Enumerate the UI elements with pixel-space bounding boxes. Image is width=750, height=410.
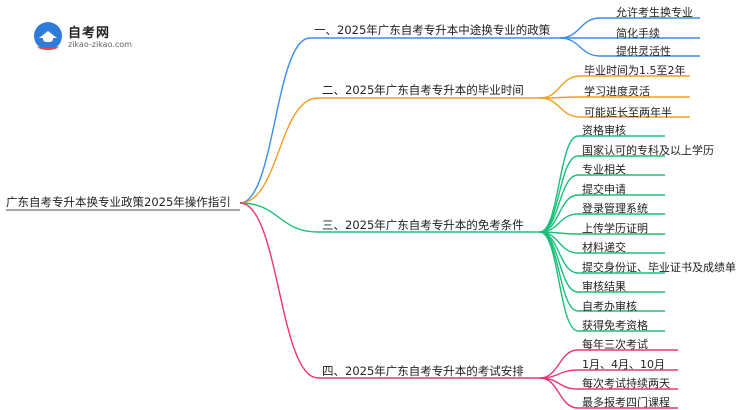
leaf-2-3-curve — [539, 97, 581, 118]
leaf-2-2: 学习进度灵活 — [584, 85, 650, 98]
leaf-3-2: 国家认可的专科及以上学历 — [582, 144, 714, 157]
graduation-cap-icon — [34, 22, 62, 50]
leaf-3-2-curve — [539, 155, 579, 233]
leaf-2-1-curve — [539, 75, 581, 99]
leaf-3-3: 专业相关 — [582, 163, 626, 176]
leaf-2-1: 毕业时间为1.5至2年 — [584, 64, 686, 77]
leaf-1-1: 允许考生换专业 — [616, 6, 693, 19]
root-node: 广东自考专升本换专业政策2025年操作指引 — [6, 195, 231, 209]
leaf-2-3: 可能延长至两年半 — [584, 106, 672, 119]
leaf-3-4: 提交申请 — [582, 183, 626, 196]
leaf-1-3-curve — [559, 37, 601, 57]
logo-title: 自考网 — [68, 26, 111, 41]
leaf-3-1-curve — [539, 135, 579, 233]
leaf-4-4: 最多报考四门课程 — [582, 396, 670, 409]
leaf-1-3: 提供灵活性 — [616, 45, 671, 58]
leaf-3-4-curve — [539, 194, 579, 233]
branch-2-curve — [239, 97, 319, 204]
leaf-3-11: 获得免考资格 — [582, 319, 648, 332]
branch-1-label: 一、2025年广东自考专升本中途换专业的政策 — [314, 23, 551, 37]
leaf-4-4-curve — [539, 377, 579, 409]
leaf-1-1-curve — [559, 17, 601, 39]
leaf-3-11-curve — [539, 231, 579, 332]
branch-3-curve — [239, 202, 319, 233]
leaf-4-1: 每年三次考试 — [582, 338, 648, 351]
branch-1-curve — [239, 37, 311, 204]
leaf-3-7: 材料递交 — [582, 241, 626, 254]
leaf-4-2: 1月、4月、10月 — [582, 358, 665, 371]
leaf-3-1: 资格审核 — [582, 124, 626, 137]
leaf-3-8: 提交身份证、毕业证书及成绩单 — [582, 261, 736, 274]
leaf-3-5: 登录管理系统 — [582, 202, 648, 215]
logo-url: zikao-zikao.com — [68, 40, 132, 49]
leaf-3-9: 审核结果 — [582, 280, 626, 293]
branch-4-curve — [239, 202, 319, 379]
site-logo[interactable]: 自考网 zikao-zikao.com — [34, 20, 154, 54]
branch-3-label: 三、2025年广东自考专升本的免考条件 — [322, 218, 524, 232]
branch-2-label: 二、2025年广东自考专升本的毕业时间 — [322, 83, 524, 97]
leaf-1-2: 简化手续 — [616, 27, 660, 40]
branch-4-label: 四、2025年广东自考专升本的考试安排 — [322, 364, 524, 378]
leaf-3-6: 上传学历证明 — [582, 222, 648, 235]
leaf-4-3: 每次考试持续两天 — [582, 377, 670, 390]
leaf-3-10: 自考办审核 — [582, 300, 637, 313]
